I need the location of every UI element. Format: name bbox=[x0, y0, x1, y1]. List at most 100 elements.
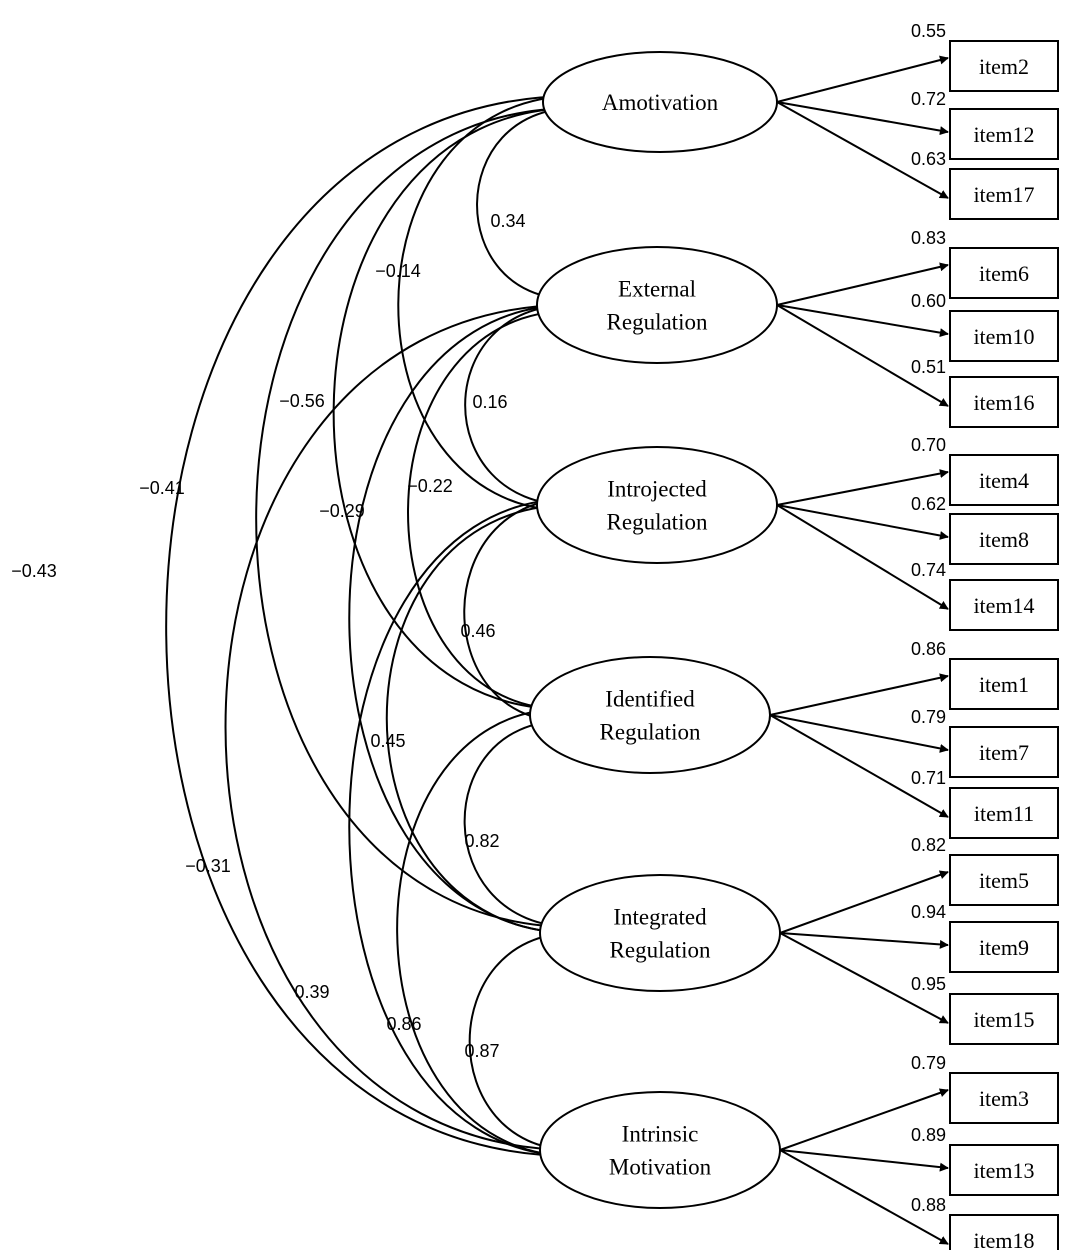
item-layer: item2item12item17item6item10item16item4i… bbox=[949, 40, 1059, 1250]
item-label-item5: item5 bbox=[979, 868, 1029, 893]
factor-ellipse-intr bbox=[539, 1091, 781, 1209]
item-label-item9: item9 bbox=[979, 935, 1029, 960]
correlation-arrow-amot-ext bbox=[476, 103, 577, 304]
item-box-item1 bbox=[949, 658, 1059, 710]
loading-value-item3: 0.79 bbox=[911, 1053, 946, 1073]
item-label-item18: item18 bbox=[973, 1228, 1034, 1250]
loading-value-item4: 0.70 bbox=[911, 435, 946, 455]
loading-value-item5: 0.82 bbox=[911, 835, 946, 855]
factor-label-intro: Introjected bbox=[607, 477, 707, 502]
factor-label-iden: Identified bbox=[605, 687, 695, 712]
item-box-item18 bbox=[949, 1214, 1059, 1250]
item-box-item17 bbox=[949, 168, 1059, 220]
item-label-item12: item12 bbox=[973, 122, 1034, 147]
factor-ellipse-ext bbox=[536, 246, 778, 364]
loading-arrow-item4 bbox=[776, 469, 949, 506]
factor-label-integ: Regulation bbox=[610, 938, 711, 963]
correlation-label-intro-integ: 0.45 bbox=[370, 731, 405, 751]
correlation-arrow-ext-intr bbox=[224, 300, 575, 1155]
factor-label-amot: Amotivation bbox=[602, 90, 719, 115]
loading-value-item9: 0.94 bbox=[911, 902, 946, 922]
correlation-label-amot-ext: 0.34 bbox=[490, 211, 525, 231]
item-label-item16: item16 bbox=[973, 390, 1034, 415]
item-label-item17: item17 bbox=[973, 182, 1034, 207]
loading-arrow-item10 bbox=[776, 304, 949, 338]
factor-label-iden: Regulation bbox=[600, 720, 701, 745]
item-box-item13 bbox=[949, 1144, 1059, 1196]
loading-arrow-item6 bbox=[776, 262, 949, 306]
item-label-item1: item1 bbox=[979, 672, 1029, 697]
loading-value-item16: 0.51 bbox=[911, 357, 946, 377]
item-label-item4: item4 bbox=[979, 468, 1029, 493]
factor-ellipse-integ bbox=[539, 874, 781, 992]
loading-arrow-item7 bbox=[769, 714, 949, 753]
correlation-arrow-iden-intr bbox=[396, 704, 575, 1161]
factor-label-integ: Integrated bbox=[613, 905, 707, 930]
loading-arrow-item15 bbox=[779, 932, 949, 1024]
loading-value-item2: 0.55 bbox=[911, 21, 946, 41]
loading-arrow-item1 bbox=[769, 673, 949, 716]
correlation-arrow-iden-integ bbox=[463, 716, 575, 932]
item-label-item10: item10 bbox=[973, 324, 1034, 349]
item-box-item6 bbox=[949, 247, 1059, 299]
item-label-item8: item8 bbox=[979, 527, 1029, 552]
factor-label-intro: Regulation bbox=[607, 510, 708, 535]
item-label-item7: item7 bbox=[979, 740, 1029, 765]
loading-arrow-item12 bbox=[776, 101, 949, 136]
item-box-item15 bbox=[949, 993, 1059, 1045]
loading-value-item10: 0.60 bbox=[911, 291, 946, 311]
correlation-arrow-ext-iden bbox=[407, 306, 572, 714]
loading-arrow-item16 bbox=[776, 304, 949, 407]
loading-arrow-item11 bbox=[769, 714, 949, 818]
loading-value-item11: 0.71 bbox=[911, 768, 946, 788]
correlation-arrow-amot-integ bbox=[255, 103, 577, 932]
item-label-item13: item13 bbox=[973, 1158, 1034, 1183]
correlation-label-iden-intr: 0.86 bbox=[386, 1014, 421, 1034]
correlation-label-amot-intr: −0.43 bbox=[11, 561, 57, 581]
correlation-arrow-ext-intro bbox=[464, 300, 572, 510]
correlation-label-intro-intr: 0.39 bbox=[294, 982, 329, 1002]
factor-ellipse-intro bbox=[536, 446, 778, 564]
correlation-label-iden-integ: 0.82 bbox=[464, 831, 499, 851]
correlation-label-ext-intro: 0.16 bbox=[472, 392, 507, 412]
item-box-item5 bbox=[949, 854, 1059, 906]
loading-value-item1: 0.86 bbox=[911, 639, 946, 659]
item-label-item11: item11 bbox=[974, 801, 1034, 826]
loading-value-item13: 0.89 bbox=[911, 1125, 946, 1145]
item-box-item8 bbox=[949, 513, 1059, 565]
loading-arrow-item3 bbox=[779, 1088, 949, 1151]
item-box-item2 bbox=[949, 40, 1059, 92]
factor-label-intr: Motivation bbox=[609, 1155, 712, 1180]
correlation-label-ext-integ: −0.29 bbox=[319, 501, 365, 521]
item-label-item2: item2 bbox=[979, 54, 1029, 79]
item-box-item4 bbox=[949, 454, 1059, 506]
loading-value-item15: 0.95 bbox=[911, 974, 946, 994]
item-box-item12 bbox=[949, 108, 1059, 160]
correlation-arrow-ext-integ bbox=[348, 300, 575, 938]
correlation-arrow-intro-intr bbox=[348, 494, 575, 1161]
correlation-label-amot-iden: −0.56 bbox=[279, 391, 325, 411]
item-label-item3: item3 bbox=[979, 1086, 1029, 1111]
loading-layer: 0.550.720.630.830.600.510.700.620.740.86… bbox=[769, 21, 949, 1245]
item-box-item11 bbox=[949, 787, 1059, 839]
item-label-item15: item15 bbox=[973, 1007, 1034, 1032]
correlation-label-amot-integ: −0.41 bbox=[139, 478, 185, 498]
item-box-item9 bbox=[949, 921, 1059, 973]
correlation-arrow-integ-intr bbox=[468, 928, 575, 1155]
correlation-label-intro-iden: 0.46 bbox=[460, 621, 495, 641]
loading-arrow-item9 bbox=[779, 932, 949, 949]
correlation-label-integ-intr: 0.87 bbox=[464, 1041, 499, 1061]
correlation-arrow-amot-iden bbox=[332, 103, 577, 714]
item-box-item7 bbox=[949, 726, 1059, 778]
loading-arrow-item18 bbox=[779, 1149, 949, 1245]
loading-value-item17: 0.63 bbox=[911, 149, 946, 169]
factor-label-ext: External bbox=[618, 277, 696, 302]
item-box-item3 bbox=[949, 1072, 1059, 1124]
loading-arrow-item8 bbox=[776, 504, 949, 540]
loading-value-item12: 0.72 bbox=[911, 89, 946, 109]
loading-arrow-item2 bbox=[776, 55, 949, 103]
correlation-layer: 0.340.160.460.820.87−0.14−0.220.450.86−0… bbox=[11, 91, 577, 1161]
factor-label-intr: Intrinsic bbox=[622, 1122, 699, 1147]
